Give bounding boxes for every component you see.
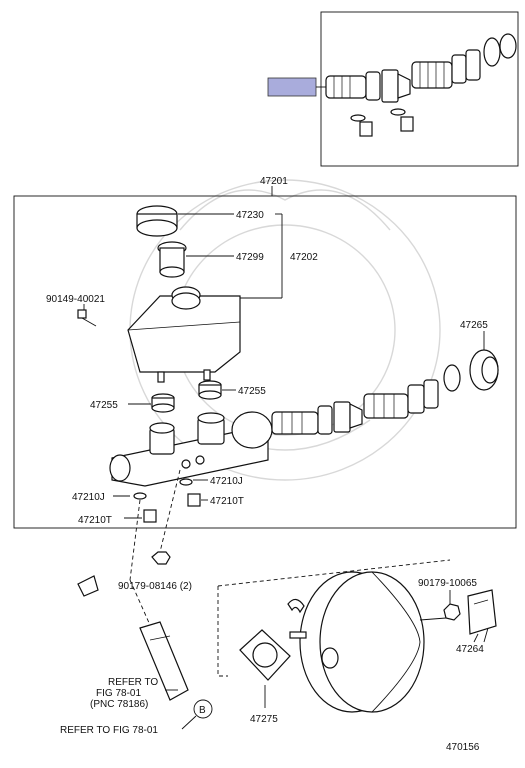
plug-t-left-icon	[143, 509, 157, 523]
brake-booster-icon	[287, 571, 447, 713]
diagram-number: 470156	[446, 742, 480, 753]
plug-j-left-icon	[133, 492, 147, 500]
label-ref1-line1: REFER TO	[108, 677, 158, 688]
link-bracket-icon	[139, 621, 189, 701]
kit-inset	[267, 11, 519, 167]
cap-icon	[136, 205, 178, 237]
label-ref1-line3: (PNC 78186)	[90, 699, 148, 710]
grommet-right-icon	[198, 380, 222, 400]
kit-inset-frame	[320, 11, 519, 167]
plug-j-right-icon	[179, 478, 193, 486]
label-grommet-r: 47255	[238, 386, 266, 397]
label-plug-j-r: 47210J	[210, 476, 243, 487]
label-plug-t-l: 47210T	[78, 515, 112, 526]
label-bracket: 47264	[456, 644, 484, 655]
callout-b-label: B	[199, 705, 206, 716]
main-assembly: 47201 47230 47299 47202	[13, 176, 517, 529]
label-bolt: 90149-40021	[46, 294, 105, 305]
strainer-icon	[157, 241, 187, 278]
assembly-frame	[13, 195, 517, 529]
nut-icon	[151, 551, 171, 565]
label-cap: 47230	[236, 210, 264, 221]
callout-b[interactable]	[193, 699, 213, 719]
label-plug-j-l: 47210J	[72, 492, 105, 503]
label-strainer: 47299	[236, 252, 264, 263]
piston-assembly-icon	[271, 364, 461, 435]
kit-piston-icon	[325, 33, 517, 103]
label-seal: 47265	[460, 320, 488, 331]
master-cylinder-icon	[109, 411, 273, 487]
kit-plug-icon	[350, 108, 414, 137]
label-nut2: 90179-10065	[418, 578, 477, 589]
grommet-left-icon	[151, 393, 175, 413]
bracket-icon	[467, 589, 497, 635]
plug-t-right-icon	[187, 493, 201, 507]
reservoir-icon	[127, 286, 241, 383]
clip-icon	[77, 575, 99, 597]
gasket-icon	[239, 629, 291, 681]
seal-icon	[469, 349, 499, 391]
label-ref2: REFER TO FIG 78-01	[60, 725, 158, 736]
label-grommet-l: 47255	[90, 400, 118, 411]
highlight-swatch[interactable]	[267, 77, 317, 97]
watermark	[129, 179, 441, 481]
label-ref1-line2: FIG 78-01	[96, 688, 141, 699]
label-plug-t-r: 47210T	[210, 496, 244, 507]
nut2-icon	[443, 603, 461, 621]
label-nut: 90179-08146 (2)	[118, 581, 192, 592]
bolt-icon	[77, 309, 97, 327]
label-reservoir: 47202	[290, 252, 318, 263]
label-asm: 47201	[260, 176, 288, 187]
label-gasket: 47275	[250, 714, 278, 725]
